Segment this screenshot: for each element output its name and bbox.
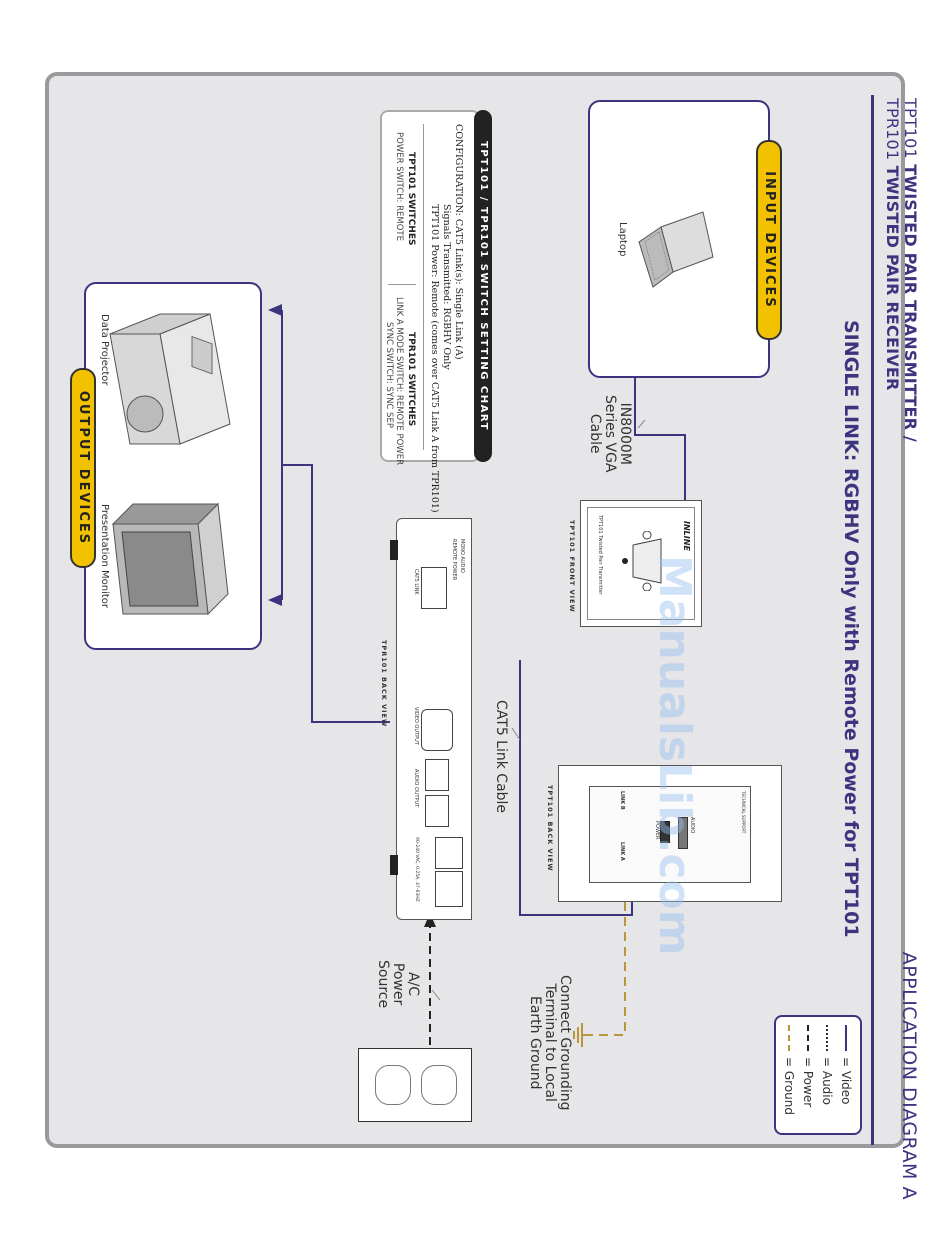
vga-label-leader — [637, 419, 646, 429]
cat5-label-leader — [511, 727, 521, 741]
tpr-power-spec: 90-240 VAC, 0.25A, 47-63HZ — [414, 837, 419, 902]
ac-label-line: A/C — [405, 972, 421, 997]
output-devices-panel: Data Projector Presentation Monitor — [84, 282, 262, 650]
input-devices-panel: Laptop — [588, 100, 770, 378]
vga-cable — [634, 378, 691, 517]
tpr-video-output-port[interactable] — [421, 709, 453, 751]
earth-ground-icon — [573, 1023, 588, 1047]
vga-cable-label-line: Cable — [587, 413, 603, 454]
device-label-data-projector: Data Projector — [99, 314, 110, 386]
tpr101-back-view-label: TPR101 BACK VIEW — [380, 640, 388, 728]
tpr101-back-panel: MONO AUDIO REMOTE POWER CAT5 LINK VIDEO … — [396, 518, 472, 920]
tpt-switch-item: POWER SWITCH: REMOTE — [394, 132, 404, 241]
ground-label-line: Terminal to Local — [542, 983, 558, 1102]
tpr-audio-output-port-a[interactable] — [425, 759, 449, 791]
ac-label-line: Power — [390, 962, 406, 1006]
ac-wall-outlet — [358, 1048, 472, 1122]
tpt-link-a-label: LINK A — [619, 842, 625, 861]
switch-setting-chart: CONFIGURATION: CAT5 Link(s): Single Link… — [380, 110, 480, 513]
chart-config-line: CONFIGURATION: CAT5 Link(s): Single Link… — [453, 124, 464, 360]
tpt101-front-panel: INLINE TPT101 Twisted Pair Transmitter — [580, 500, 702, 627]
tpr-cat5-link-port[interactable] — [421, 567, 447, 609]
tpr-mono-audio-label: MONO AUDIO — [459, 539, 465, 573]
tpr-foot-left — [390, 540, 398, 560]
tpt-back-support: TECHNICAL SUPPORT — [741, 791, 746, 834]
input-devices-pill: INPUT DEVICES — [756, 140, 782, 340]
tpr-remote-power-label: REMOTE POWER — [451, 539, 457, 581]
tpt101-back-view-label: TPT101 BACK VIEW — [546, 785, 554, 872]
vga-cable-label: IN8000M Series VGA Cable — [587, 395, 633, 473]
output-devices-pill: OUTPUT DEVICES — [70, 368, 96, 568]
outlet-receptacle-bottom[interactable] — [375, 1065, 411, 1105]
data-projector-icon — [109, 313, 231, 445]
watermark: ManualsLib.com — [649, 555, 700, 956]
device-label-laptop: Laptop — [617, 222, 628, 257]
vga-cable-label-line: IN8000M — [617, 402, 633, 465]
video-output-cable — [282, 464, 390, 723]
ground-label-line: Connect Grounding — [557, 975, 573, 1111]
device-label-presentation-monitor: Presentation Monitor — [99, 504, 110, 608]
chart-divider-v — [388, 284, 416, 285]
outlet-receptacle-top[interactable] — [421, 1065, 457, 1105]
tpt-link-b-label: LINK B — [619, 791, 625, 810]
tpr-video-output-label: VIDEO OUTPUT — [413, 707, 419, 745]
chart-config-line: TPT101 Power: Remote (comes over CAT5 Li… — [429, 204, 440, 513]
tpr-audio-output-port-b[interactable] — [425, 795, 449, 827]
tpr-audio-output-label: AUDIO OUTPUT — [413, 769, 419, 808]
ac-power-source-label: A/C Power Source — [375, 960, 421, 1009]
tpt-front-brand: INLINE — [682, 521, 691, 551]
ac-label-leader — [431, 989, 441, 1001]
tpr-ac-inlet[interactable] — [435, 871, 463, 907]
chart-divider-h — [423, 124, 424, 450]
cat5-cable-label: CAT5 Link Cable — [493, 700, 509, 814]
tpt101-front-view-label: TPT101 FRONT VIEW — [568, 520, 576, 613]
tpr-foot-right — [390, 855, 398, 875]
tpt-switches-header: TPT101 SWITCHES — [406, 152, 416, 246]
chart-config-line: Signals Transmitted: RGBHV Only — [441, 204, 452, 370]
tpt-front-product-text: TPT101 Twisted Pair Transmitter — [597, 515, 603, 595]
vga-input-connector-icon — [622, 531, 662, 591]
ground-label-line: Earth Ground — [527, 995, 543, 1090]
presentation-monitor-icon — [111, 502, 229, 616]
tpr-switch-item: SYNC SWITCH: SYNC SEP — [384, 322, 394, 428]
ground-cable — [588, 872, 626, 1036]
tpr-switch-item: LINK A MODE SWITCH: REMOTE POWER — [394, 297, 404, 465]
ac-label-line: Source — [375, 960, 391, 1009]
tpr-cat5-link-label: CAT5 LINK — [413, 569, 419, 595]
vga-cable-label-line: Series VGA — [602, 395, 618, 473]
ground-instruction-label: Connect Grounding Terminal to Local Eart… — [527, 975, 573, 1111]
switch-chart-title: TPT101 / TPR101 SWITCH SETTING CHART — [474, 110, 492, 462]
laptop-icon — [638, 211, 714, 288]
tpr-switches-header: TPR101 SWITCHES — [406, 332, 416, 427]
tpr-power-switch[interactable] — [435, 837, 463, 869]
